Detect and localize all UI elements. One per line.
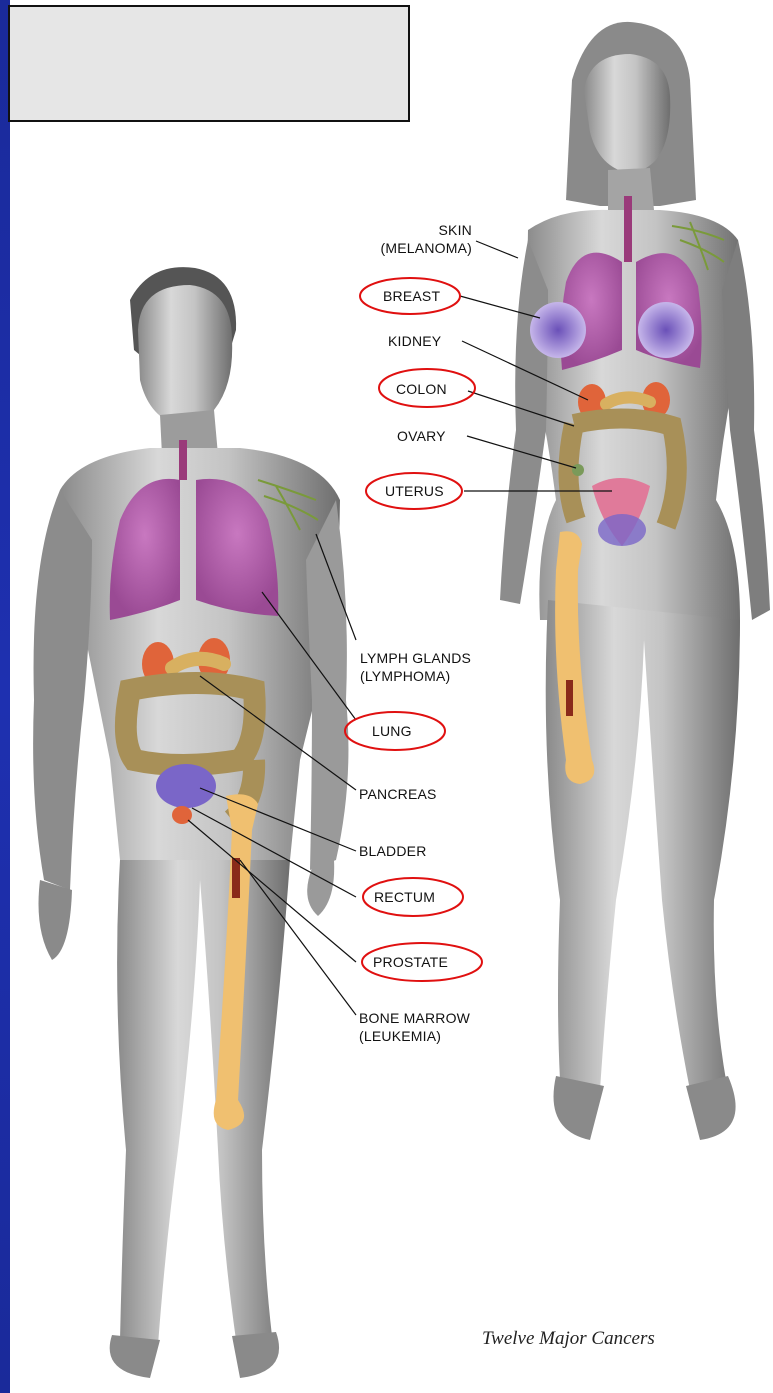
- label-prostate: PROSTATE: [373, 954, 448, 970]
- label-lymph: LYMPH GLANDS: [360, 650, 471, 666]
- label-skin: SKIN: [392, 222, 472, 238]
- male-left-hand: [39, 880, 73, 960]
- male-legs: [117, 860, 290, 1345]
- label-breast: BREAST: [383, 288, 440, 304]
- female-feet: [554, 1076, 736, 1140]
- female-pancreas: [606, 397, 650, 404]
- male-head: [138, 285, 232, 425]
- label-bone-note: (LEUKEMIA): [359, 1028, 441, 1044]
- label-bladder: BLADDER: [359, 843, 427, 859]
- male-figure: [33, 267, 356, 1378]
- label-colon: COLON: [396, 381, 447, 397]
- female-right-breast: [638, 302, 694, 358]
- label-kidney: KIDNEY: [388, 333, 441, 349]
- label-ovary: OVARY: [397, 428, 446, 444]
- male-right-arm: [306, 500, 348, 870]
- female-ovary: [572, 464, 584, 476]
- male-bone-marrow: [232, 858, 240, 898]
- label-lymph-note: (LYMPHOMA): [360, 668, 450, 684]
- label-pancreas: PANCREAS: [359, 786, 437, 802]
- male-bladder: [156, 764, 216, 808]
- female-figure: [460, 22, 770, 1140]
- label-skin-note: (MELANOMA): [358, 240, 472, 256]
- female-left-arm: [500, 240, 548, 604]
- female-left-breast: [530, 302, 586, 358]
- label-lung: LUNG: [372, 723, 412, 739]
- label-rectum: RECTUM: [374, 889, 435, 905]
- female-bone-marrow: [566, 680, 573, 716]
- label-bone: BONE MARROW: [359, 1010, 470, 1026]
- female-bladder: [598, 514, 646, 546]
- figure-caption: Twelve Major Cancers: [482, 1328, 655, 1350]
- male-feet: [110, 1332, 279, 1378]
- male-left-arm: [33, 490, 92, 890]
- label-uterus: UTERUS: [385, 483, 444, 499]
